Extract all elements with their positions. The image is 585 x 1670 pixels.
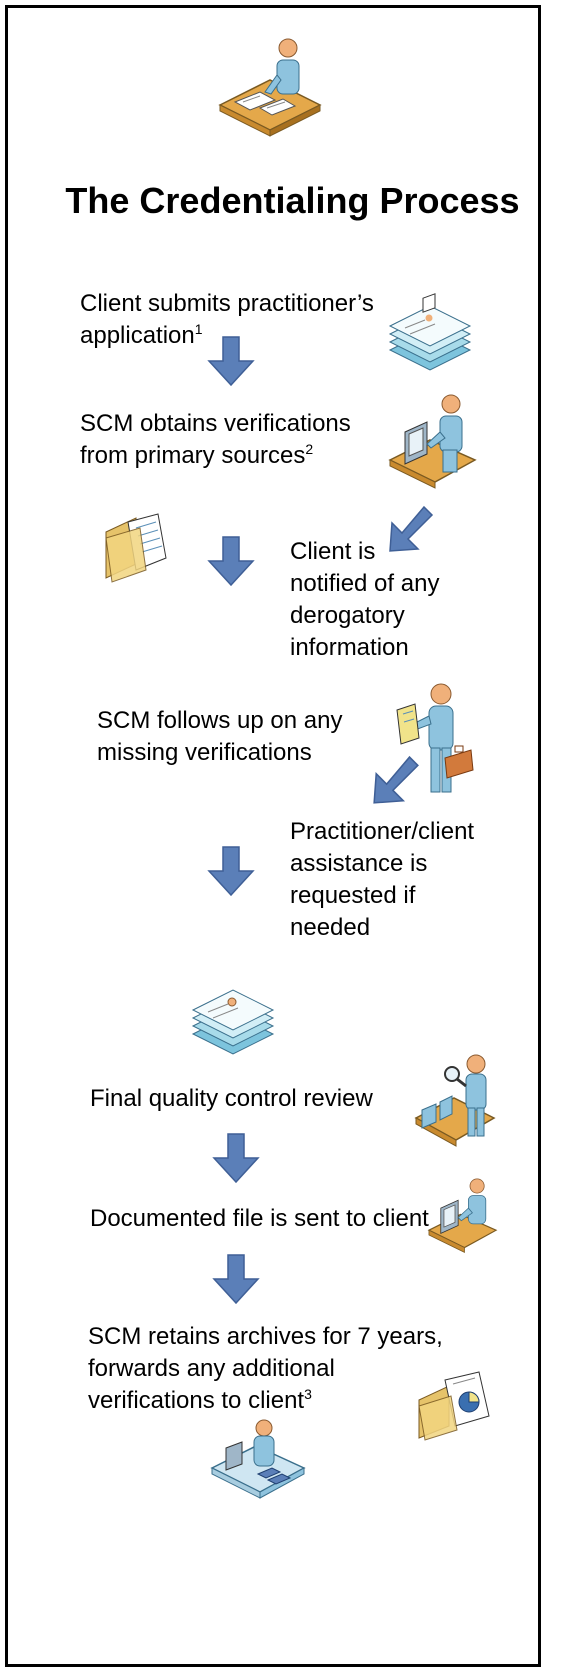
diagonal-arrow-2 <box>373 755 419 804</box>
step-6-text: Final quality control review <box>90 1083 373 1115</box>
step-7-line-1: Documented file is sent to client <box>90 1205 429 1232</box>
step-5-line-3: requested if <box>290 882 416 909</box>
step-3-text: Client is notified of any derogatory inf… <box>290 536 439 664</box>
document-stack-icon-2 <box>191 989 275 1055</box>
page-title: The Credentialing Process <box>65 180 520 221</box>
folder-with-chart-icon <box>418 1371 490 1441</box>
step-5-line-4: needed <box>290 914 371 941</box>
step-3-line-2: notified of any <box>290 570 440 597</box>
step-3-line-1: Client is <box>290 538 376 565</box>
step-4-line-2: missing verifications <box>97 739 312 766</box>
step-1-text: Client submits practitioner’s applicatio… <box>80 288 374 352</box>
down-arrow-2 <box>207 536 255 587</box>
down-arrow-1 <box>207 336 255 387</box>
step-6-line-1: Final quality control review <box>90 1085 373 1112</box>
step-8-text: SCM retains archives for 7 years, forwar… <box>88 1321 443 1417</box>
diagram-frame <box>5 5 541 1667</box>
folder-icon <box>105 513 167 583</box>
step-4-text: SCM follows up on any missing verificati… <box>97 705 342 769</box>
step-4-line-1: SCM follows up on any <box>97 707 343 734</box>
step-3-line-4: information <box>290 634 409 661</box>
step-5-text: Practitioner/client assistance is reques… <box>290 816 474 944</box>
step-1-line-1: Client submits practitioner’s <box>80 290 374 317</box>
step-2-line-2: from primary sources <box>80 442 306 469</box>
document-stack-icon <box>388 293 472 371</box>
step-8-line-3: verifications to client <box>88 1387 305 1414</box>
person-at-desk-icon <box>218 38 322 137</box>
step-8-line-1: SCM retains archives for 7 years, <box>88 1323 443 1350</box>
person-at-computer-icon <box>388 394 477 489</box>
step-2-line-1: SCM obtains verifications <box>80 410 351 437</box>
quality-inspector-icon <box>414 1054 496 1147</box>
step-7-text: Documented file is sent to client <box>90 1203 429 1235</box>
footnote-marker-3: 3 <box>304 1386 312 1402</box>
step-8-line-2: forwards any additional <box>88 1355 335 1382</box>
step-2-text: SCM obtains verifications from primary s… <box>80 408 351 472</box>
footnote-marker-1: 1 <box>194 321 203 337</box>
step-1-line-2: application <box>80 322 195 349</box>
person-with-briefcase-icon <box>396 683 474 793</box>
step-5-line-2: assistance is <box>290 850 428 877</box>
person-at-computer-icon-2 <box>427 1178 498 1253</box>
footnote-marker-2: 2 <box>305 441 314 457</box>
diagonal-arrow-1 <box>389 505 434 552</box>
down-arrow-4 <box>212 1133 260 1184</box>
step-3-line-3: derogatory <box>290 602 405 629</box>
down-arrow-3 <box>207 846 255 897</box>
archive-workstation-icon <box>210 1419 306 1499</box>
step-5-line-1: Practitioner/client <box>290 818 475 845</box>
down-arrow-5 <box>212 1254 260 1305</box>
